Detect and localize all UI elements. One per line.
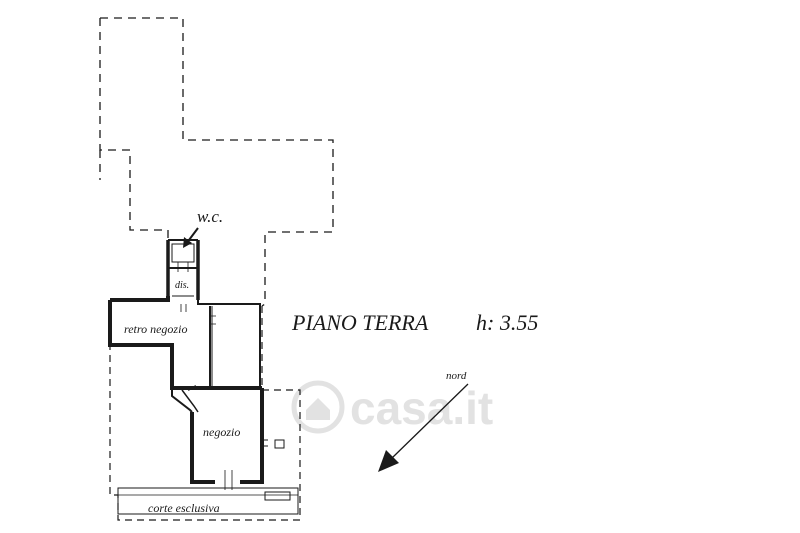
building-walls [108, 239, 291, 501]
room-label-corte-esclusiva: corte esclusiva [148, 501, 220, 515]
north-arrow-shaft [391, 383, 469, 459]
lower-area-dashed-outline [109, 300, 301, 521]
wc-pointer-arrow [183, 227, 199, 248]
room-label-wc: w.c. [197, 207, 223, 226]
court-area: corte esclusiva [117, 487, 299, 515]
room-label-dis: dis. [175, 280, 189, 291]
watermark-logo-icon [291, 380, 345, 434]
upper-area-dashed-outline [99, 17, 334, 307]
north-label: nord [446, 370, 467, 382]
watermark: casa.it [291, 380, 493, 434]
room-label-negozio: negozio [203, 425, 240, 439]
north-arrow: nord [378, 370, 469, 472]
watermark-house-icon [306, 398, 330, 420]
room-label-retro-negozio: retro negozio [124, 322, 187, 336]
watermark-text: casa.it [350, 382, 493, 434]
plan-height-label: h: 3.55 [476, 310, 538, 335]
plan-title: PIANO TERRA [291, 310, 429, 335]
north-arrow-icon [378, 450, 399, 472]
